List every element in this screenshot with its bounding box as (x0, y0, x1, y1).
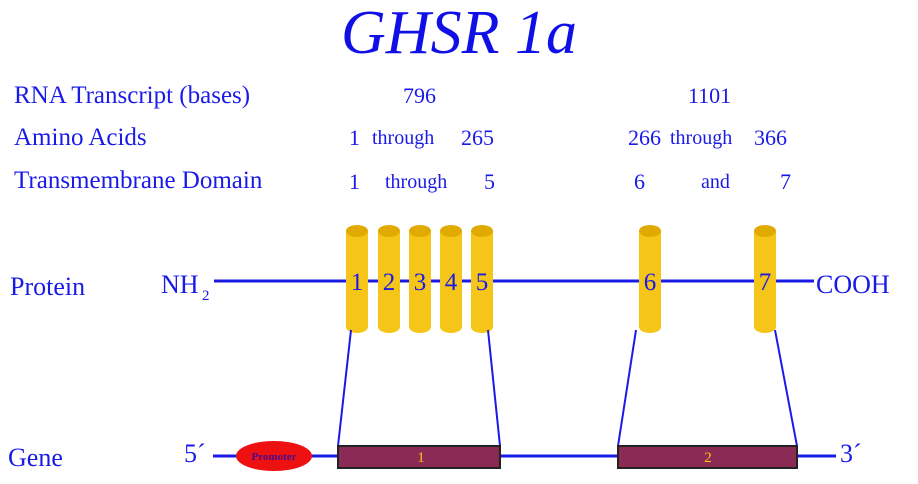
gene-exon-1 (337, 445, 501, 469)
exon1-left-connector (337, 329, 352, 447)
domain-cylinder-top (471, 225, 493, 237)
domain-cylinder-bottom (378, 321, 400, 333)
tm-exon2-and: and (701, 171, 730, 193)
domain-cylinder-top (639, 225, 661, 237)
transmembrane-domain-1: 1 (346, 225, 368, 333)
domain-cylinder-body (409, 231, 431, 327)
domain-cylinder-body (346, 231, 368, 327)
domain-cylinder-body (378, 231, 400, 327)
domain-cylinder-bottom (754, 321, 776, 333)
amino-exon2-start: 266 (628, 125, 661, 150)
tm-exon2-end: 7 (780, 169, 791, 194)
n-terminus-subscript: 2 (202, 288, 210, 304)
transmembrane-domain-label: Transmembrane Domain (14, 167, 263, 194)
gene-exon-1-label: 1 (417, 450, 425, 466)
domain-cylinder-body (639, 231, 661, 327)
rna-transcript-label: RNA Transcript (bases) (14, 82, 251, 109)
three-prime-label: 3´ (840, 439, 862, 468)
diagram-title: GHSR 1a (341, 0, 577, 67)
domain-cylinder-top (409, 225, 431, 237)
domain-number: 2 (383, 269, 396, 296)
gene-exon-2-label: 2 (704, 450, 712, 466)
transmembrane-domain-3: 3 (409, 225, 431, 333)
rna-exon1-value: 796 (403, 83, 436, 108)
domain-number: 5 (476, 269, 489, 296)
domain-number: 1 (351, 269, 364, 296)
exon1-right-connector (487, 329, 501, 447)
c-terminus-label: COOH (816, 270, 890, 299)
n-terminus-label: NH (161, 270, 199, 299)
amino-exon2-through: through (670, 127, 733, 149)
transmembrane-domain-7: 7 (754, 225, 776, 333)
domain-cylinder-top (754, 225, 776, 237)
five-prime-label: 5´ (184, 439, 206, 468)
protein-label: Protein (10, 272, 85, 301)
domain-cylinder-bottom (639, 321, 661, 333)
domain-number: 7 (759, 269, 772, 296)
domain-number: 4 (445, 269, 458, 296)
transmembrane-domain-4: 4 (440, 225, 462, 333)
tm-exon1-through: through (385, 171, 448, 193)
domain-cylinder-body (754, 231, 776, 327)
amino-exon2-end: 366 (754, 125, 787, 150)
gene-label: Gene (8, 443, 63, 472)
amino-exon1-through: through (372, 127, 435, 149)
domain-cylinder-bottom (440, 321, 462, 333)
domain-cylinder-body (471, 231, 493, 327)
tm-exon1-start: 1 (349, 169, 360, 194)
amino-acids-label: Amino Acids (14, 124, 147, 151)
tm-exon2-start: 6 (634, 169, 645, 194)
rna-exon2-value: 1101 (688, 83, 732, 108)
domain-cylinder-top (440, 225, 462, 237)
domain-cylinder-top (378, 225, 400, 237)
domain-cylinder-top (346, 225, 368, 237)
exon2-right-connector (774, 329, 798, 447)
amino-exon1-start: 1 (349, 125, 360, 150)
domain-cylinder-bottom (471, 321, 493, 333)
domain-cylinder-bottom (409, 321, 431, 333)
domain-cylinder-bottom (346, 321, 368, 333)
exon2-left-connector (617, 329, 637, 447)
transmembrane-domain-5: 5 (471, 225, 493, 333)
transmembrane-domain-6: 6 (639, 225, 661, 333)
gene-exon-2 (617, 445, 798, 469)
promoter-region (236, 441, 312, 471)
transmembrane-domain-2: 2 (378, 225, 400, 333)
tm-exon1-end: 5 (484, 169, 495, 194)
domain-cylinder-body (440, 231, 462, 327)
domain-number: 3 (414, 269, 427, 296)
amino-exon1-end: 265 (461, 125, 494, 150)
domain-number: 6 (644, 269, 657, 296)
promoter-label: Promoter (252, 451, 297, 463)
